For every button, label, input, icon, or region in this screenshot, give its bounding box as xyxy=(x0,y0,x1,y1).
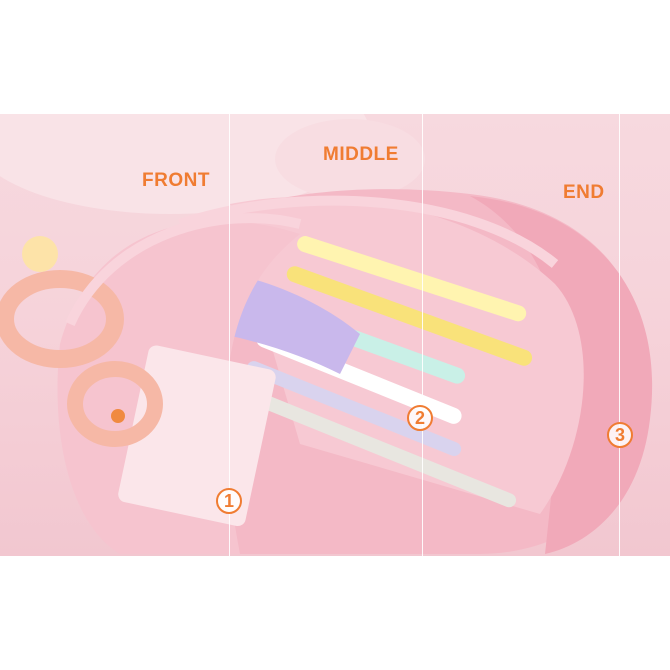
product-photo xyxy=(0,114,670,556)
end-label: END xyxy=(563,182,605,203)
end-compartment xyxy=(470,196,653,554)
pencil-case-illustration xyxy=(0,114,653,554)
background-blob xyxy=(275,119,425,199)
divider-front xyxy=(229,114,230,556)
background-round-shape xyxy=(0,114,370,214)
front-label: FRONT xyxy=(142,170,210,191)
badge-front: 1 xyxy=(216,488,242,514)
divider-end xyxy=(619,114,620,556)
badge-middle: 2 xyxy=(407,405,433,431)
badge-end: 3 xyxy=(607,422,633,448)
divider-middle xyxy=(422,114,423,556)
scissors-handle-bottom xyxy=(67,361,163,447)
zipper-front xyxy=(65,213,302,327)
zipper-middle xyxy=(178,195,559,268)
carrot-eraser xyxy=(111,409,125,423)
middle-label: MIDDLE xyxy=(323,144,399,165)
toy-figure xyxy=(22,236,58,272)
scissors-handle-top xyxy=(0,270,124,368)
